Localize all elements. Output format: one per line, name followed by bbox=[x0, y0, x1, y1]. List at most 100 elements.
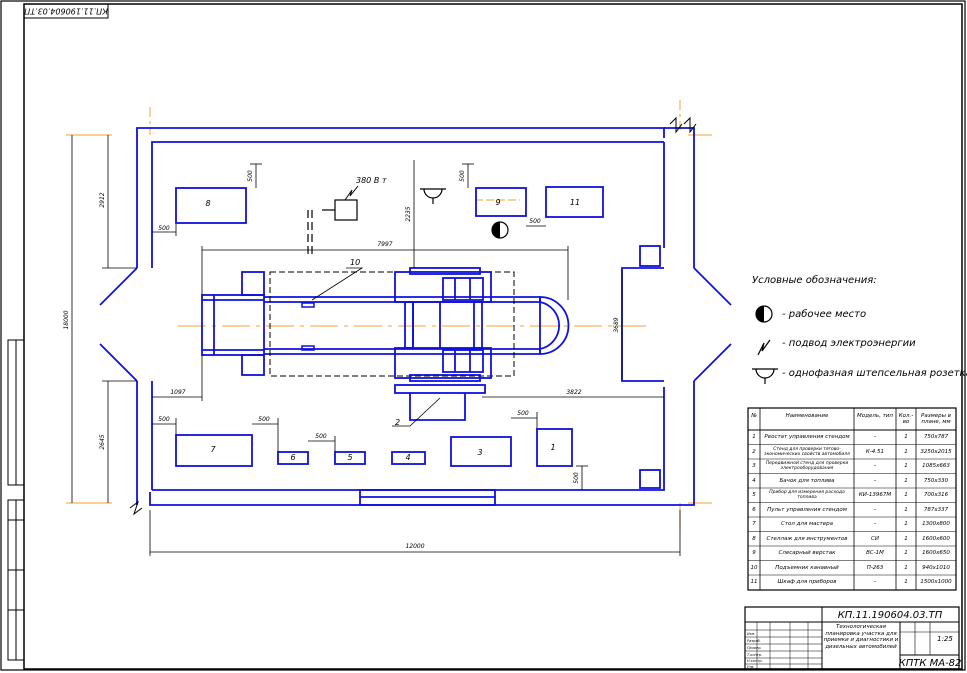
axis-lines bbox=[66, 100, 712, 530]
top-stamp: КП.11.190604.03.ТП bbox=[23, 3, 109, 19]
label-5: 5 bbox=[347, 453, 352, 462]
dim-500-4: 500 bbox=[529, 218, 541, 225]
table-cell: 750x330 bbox=[923, 477, 949, 484]
dim-500-8: 500 bbox=[517, 410, 529, 417]
equipment-5 bbox=[334, 451, 366, 465]
title-org: КПТК МА-82 bbox=[899, 658, 962, 669]
table-cell: 1 bbox=[904, 506, 908, 513]
table-cell: 1 bbox=[904, 535, 908, 542]
table-cell: 8 bbox=[752, 535, 756, 542]
table-cell: 940x1010 bbox=[922, 564, 950, 571]
table-cell: 9 bbox=[752, 550, 756, 556]
table-cell: 1600x650 bbox=[922, 550, 950, 556]
top-stamp-text: КП.11.190604.03.ТП bbox=[24, 7, 108, 16]
table-header-4: Размеры в плане, мм bbox=[921, 413, 951, 425]
label-8: 8 bbox=[205, 199, 210, 208]
left-margin-boxes bbox=[7, 339, 25, 661]
table-cell: Шкаф для приборов bbox=[777, 579, 837, 585]
table-cell: 1300x800 bbox=[922, 521, 950, 527]
table-cell: 3250x2015 bbox=[920, 448, 952, 455]
lift bbox=[301, 210, 315, 351]
dim-inner-span: 7997 bbox=[377, 241, 392, 248]
table-cell: 5 bbox=[752, 492, 756, 498]
table-cell: 7 bbox=[752, 521, 756, 527]
table-header-1: Наименование bbox=[785, 413, 829, 419]
equipment-8 bbox=[175, 187, 247, 224]
table-cell: 1 bbox=[904, 477, 908, 484]
table-header-3: Кол.-во bbox=[898, 413, 914, 425]
label-1: 1 bbox=[550, 443, 555, 452]
table-cell: 1600x600 bbox=[922, 535, 950, 542]
title-description: Технологическая планировка участка для п… bbox=[823, 624, 899, 650]
label-11: 11 bbox=[570, 198, 580, 207]
table-cell: 11 bbox=[750, 579, 758, 585]
dim-500-1: 500 bbox=[158, 225, 170, 232]
title-code: КП.11.190604.03.ТП bbox=[838, 610, 943, 621]
legend: Условные обозначения: - рабочее место - … bbox=[752, 274, 967, 384]
table-cell: 1 bbox=[904, 434, 908, 440]
equipment-7 bbox=[175, 434, 253, 467]
inspection-pit bbox=[201, 271, 570, 376]
table-cell: – bbox=[873, 521, 877, 527]
table-cell: 1 bbox=[904, 579, 908, 585]
socket-icon bbox=[420, 188, 446, 204]
role-3: Т.контр. bbox=[747, 653, 762, 657]
label-4: 4 bbox=[405, 453, 410, 462]
table-cell: 4 bbox=[752, 477, 756, 484]
role-0: Изм. bbox=[747, 632, 755, 636]
label-3: 3 bbox=[477, 448, 482, 457]
equipment-11 bbox=[545, 186, 604, 218]
break-marks bbox=[129, 116, 697, 516]
role-2: Провер. bbox=[747, 646, 762, 650]
equipment-6 bbox=[277, 451, 309, 465]
building-walls bbox=[99, 127, 732, 506]
workplace-icon bbox=[491, 221, 509, 239]
dim-500-7: 500 bbox=[315, 433, 327, 440]
table-cell: СИ bbox=[871, 535, 879, 542]
title-block: КП.11.190604.03.ТП Технологическая плани… bbox=[744, 606, 962, 670]
table-cell: КИ-13967М bbox=[858, 492, 892, 498]
table-cell: – bbox=[873, 434, 877, 440]
table-header-2: Модель, тип bbox=[857, 413, 893, 419]
table-cell: 1 bbox=[904, 550, 908, 556]
table-cell: 1085x663 bbox=[922, 463, 950, 469]
dim-bottom-right: 3822 bbox=[566, 389, 581, 396]
legend-socket-icon bbox=[752, 368, 778, 384]
role-1: Разраб. bbox=[747, 639, 761, 643]
dim-500-5: 500 bbox=[158, 416, 170, 423]
label-9: 9 bbox=[495, 198, 500, 207]
dim-left-top: 2912 bbox=[99, 192, 106, 207]
dim-left-bottom: 2645 bbox=[99, 434, 106, 449]
legend-item-1: - рабочее место bbox=[782, 308, 866, 320]
legend-power-icon bbox=[757, 339, 771, 356]
table-cell: 1 bbox=[752, 434, 756, 440]
table-cell: – bbox=[873, 463, 877, 469]
sheet-frame bbox=[23, 3, 963, 670]
legend-workplace-icon bbox=[755, 305, 773, 323]
table-cell: 1 bbox=[904, 564, 908, 571]
table-cell: 1 bbox=[904, 463, 908, 469]
table-cell: П-263 bbox=[866, 564, 884, 571]
table-cell: Слесарный верстак bbox=[778, 550, 836, 556]
equipment-4 bbox=[391, 451, 426, 465]
table-cell: Подъемник канавный bbox=[775, 564, 839, 571]
title-scale: 1:25 bbox=[937, 635, 953, 643]
dim-500-3: 500 bbox=[459, 170, 466, 182]
table-cell: 1500x1000 bbox=[920, 579, 952, 585]
dim-right-mid: 3689 bbox=[613, 317, 620, 332]
dim-pit-depth: 2235 bbox=[405, 206, 412, 221]
equipment-9 bbox=[475, 187, 527, 217]
label-6: 6 bbox=[290, 453, 295, 462]
table-cell: ВС-1М bbox=[866, 550, 884, 556]
equipment-1 bbox=[536, 428, 573, 467]
table-cell: Бачок для топлива bbox=[779, 477, 835, 484]
table-cell: – bbox=[873, 579, 877, 585]
table-cell: 700x316 bbox=[923, 492, 949, 498]
role-4: Н.контр. bbox=[747, 659, 763, 663]
power-label: 380 В т bbox=[356, 176, 387, 185]
legend-item-2: - подвод электроэнергии bbox=[782, 338, 916, 349]
table-cell: К-4.51 bbox=[865, 448, 885, 455]
